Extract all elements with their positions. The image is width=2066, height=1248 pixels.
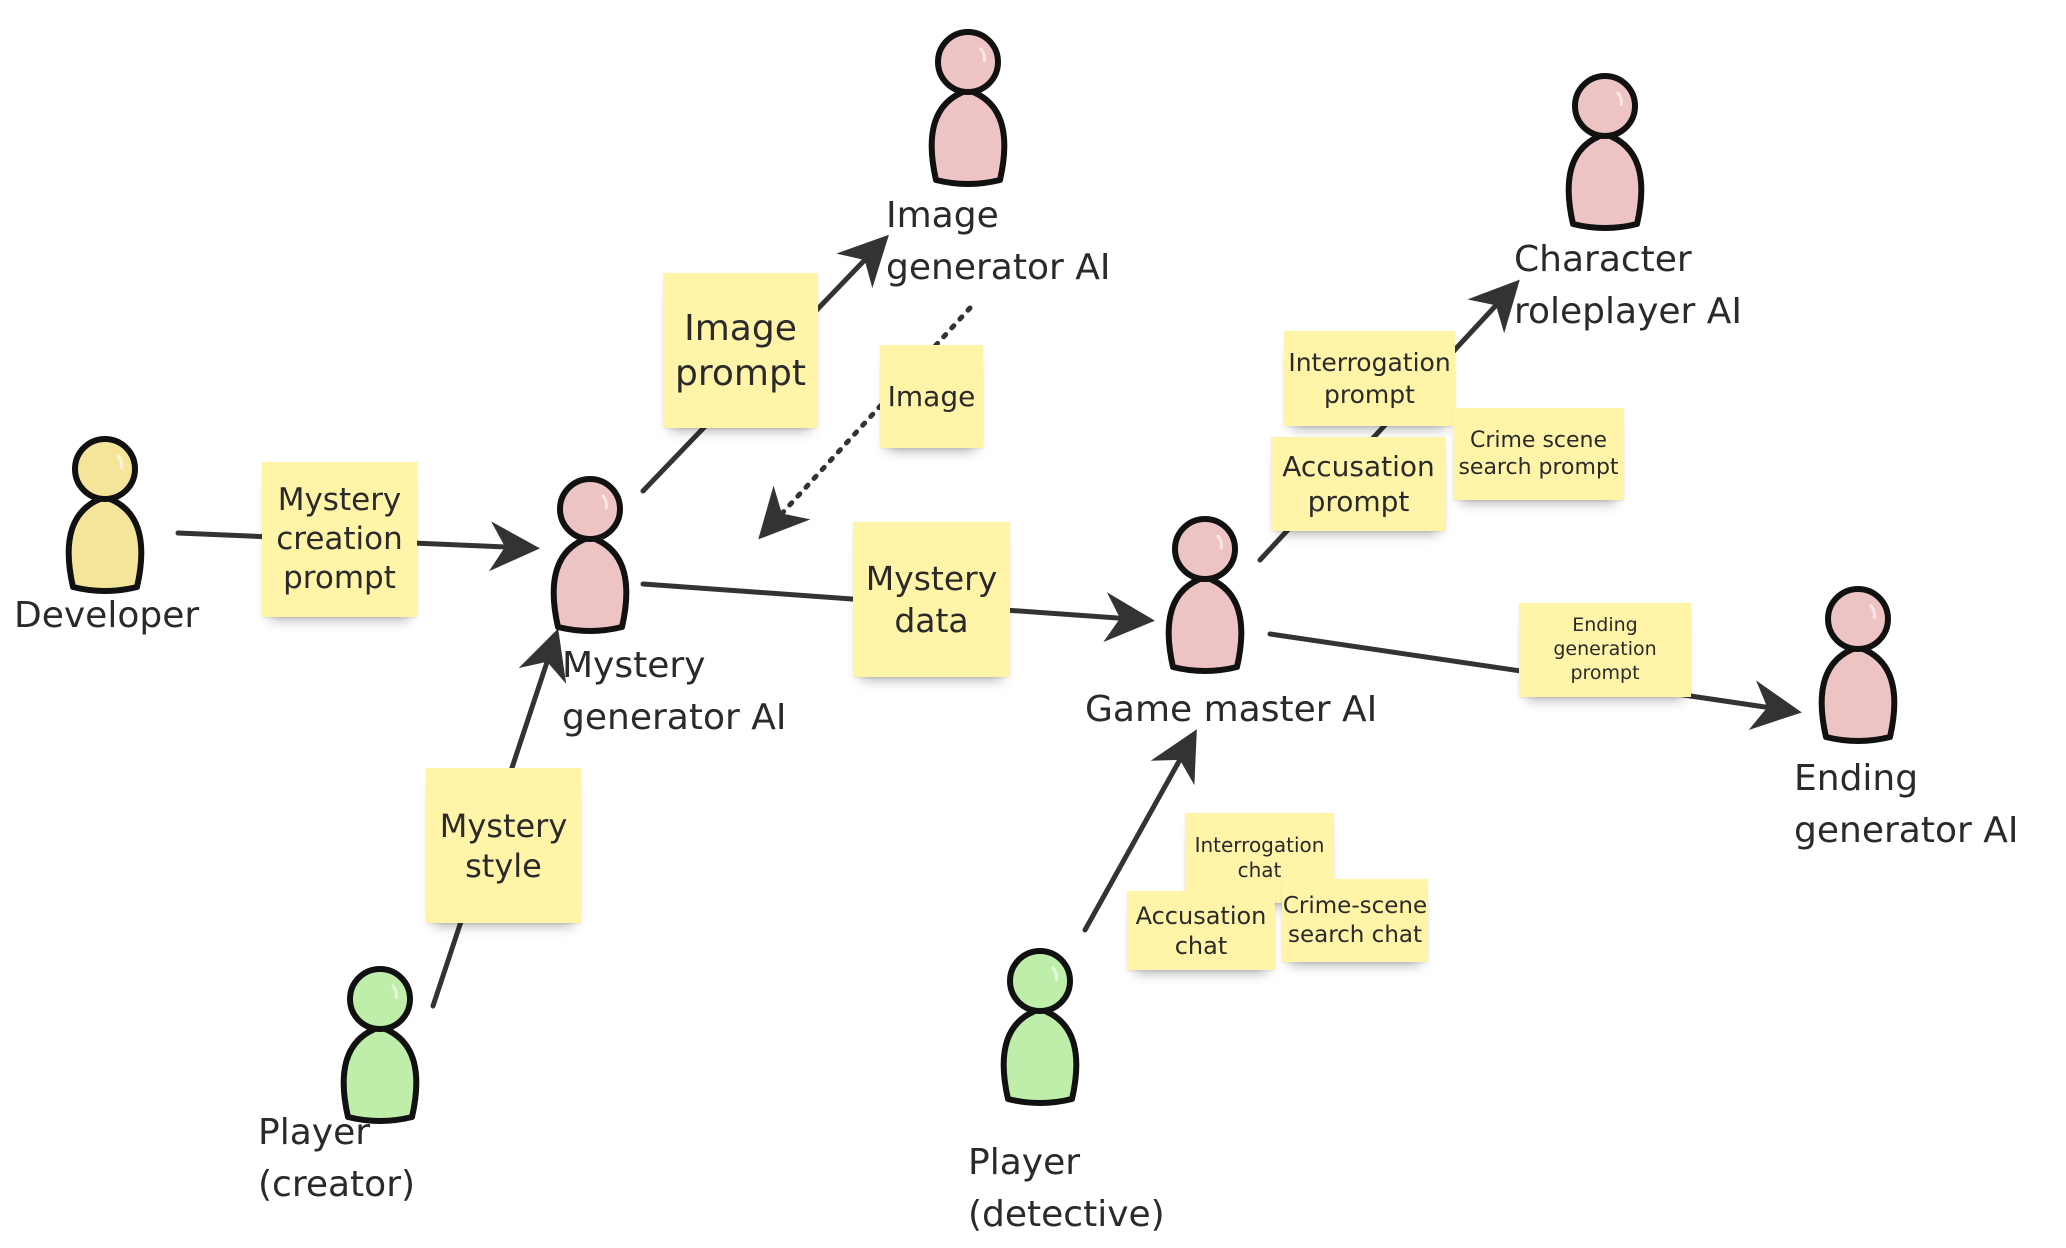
note-crime-scene-search-prompt: Crime scene search prompt [1453,408,1624,500]
note-interrogation-chat: Interrogation chat [1185,813,1334,903]
label-game-master: Game master AI [1085,689,1378,730]
label-image-generator: Image generator AI [886,195,1111,289]
developer-person-icon [69,439,142,591]
note-interrogation-prompt: Interrogation prompt [1284,331,1455,426]
ending-generator-person-icon [1822,589,1895,741]
label-character-roleplayer: Character roleplayer AI [1514,239,1743,333]
note-mystery-data: Mystery data [853,522,1010,677]
player-creator-person-icon [344,969,417,1121]
label-mystery-generator: Mystery generator AI [562,645,787,739]
label-ending-generator: Ending generator AI [1794,758,2019,852]
note-crime-scene-search-chat: Crime-scene search chat [1282,879,1428,962]
mystery-generator-person-icon [554,479,627,631]
note-mystery-style: Mystery style [426,768,581,923]
note-image-prompt: Image prompt [663,273,818,428]
note-mystery-creation-prompt: Mystery creation prompt [262,462,417,617]
note-accusation-prompt: Accusation prompt [1271,437,1446,531]
arrow-player-detective-to-game-master [1082,729,1197,933]
character-roleplayer-person-icon [1569,76,1642,228]
note-image: Image [880,345,983,448]
label-player-creator: Player (creator) [258,1112,416,1206]
label-developer: Developer [14,595,200,636]
note-ending-generation-prompt: Ending generation prompt [1519,603,1691,697]
note-accusation-chat: Accusation chat [1127,891,1275,970]
player-detective-person-icon [1004,951,1077,1103]
game-master-person-icon [1169,519,1242,671]
label-player-detective: Player (detective) [968,1142,1165,1236]
image-generator-person-icon [932,32,1005,184]
